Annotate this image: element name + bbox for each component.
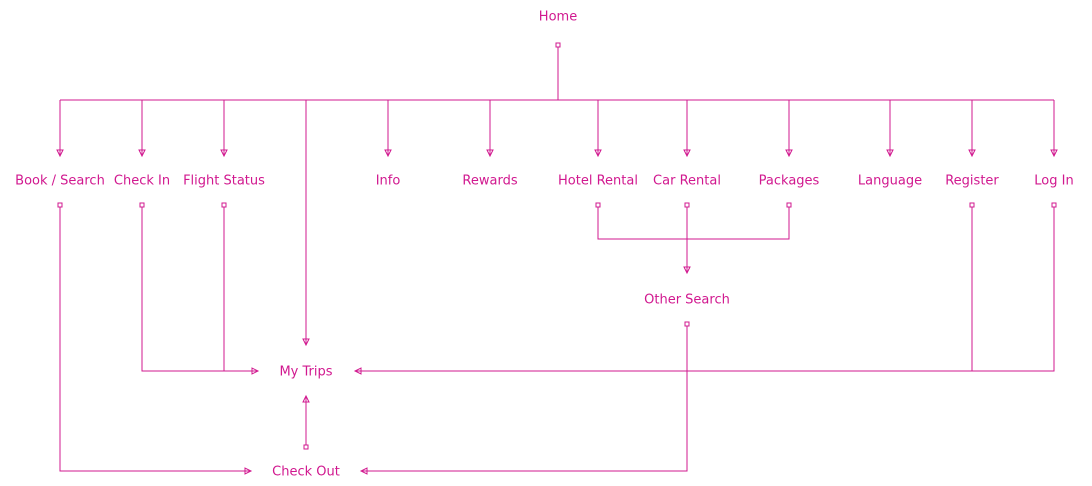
arrow-packages: [785, 149, 793, 158]
arrow-register: [968, 149, 976, 158]
link-check-in-my-trips: [141, 207, 258, 372]
port-home: [555, 42, 561, 48]
port-hotel-rental: [595, 202, 601, 208]
arrow-check-out-right: [359, 467, 368, 475]
arrow-hotel-rental: [594, 149, 602, 158]
port-flight-status: [221, 202, 227, 208]
port-check-in: [139, 202, 145, 208]
arrow-my-trips-from-check-out: [302, 394, 310, 403]
connector-lines: [59, 47, 1055, 472]
node-log-in: Log In: [1034, 174, 1073, 189]
node-check-out: Check Out: [272, 465, 340, 480]
node-check-in: Check In: [114, 174, 170, 189]
arrow-my-trips-left: [251, 367, 260, 375]
connector-arrowheads: [56, 149, 1058, 475]
arrow-my-trips-right: [353, 367, 362, 375]
port-car-rental: [684, 202, 690, 208]
arrow-book-search: [56, 149, 64, 158]
arrow-language: [886, 149, 894, 158]
node-book-search: Book / Search: [15, 174, 105, 189]
arrow-car-rental: [683, 149, 691, 158]
link-book-search-check-out: [59, 207, 251, 472]
node-packages: Packages: [759, 174, 820, 189]
link-log-in-my-trips: [355, 207, 1055, 372]
port-packages: [786, 202, 792, 208]
node-other-search: Other Search: [644, 293, 730, 308]
arrow-flight-status: [220, 149, 228, 158]
node-car-rental: Car Rental: [653, 174, 721, 189]
node-home: Home: [539, 10, 577, 25]
arrow-check-in: [138, 149, 146, 158]
arrow-info: [384, 149, 392, 158]
port-log-in: [1051, 202, 1057, 208]
link-hotel-rental-other-search: [597, 207, 790, 240]
port-check-out: [303, 444, 309, 450]
node-register: Register: [945, 174, 999, 189]
node-flight-status: Flight Status: [183, 174, 265, 189]
link-other-search-check-out: [361, 326, 688, 472]
arrow-other-search: [683, 266, 691, 275]
arrow-check-out-left: [244, 467, 253, 475]
arrow-my-trips-from-home: [302, 338, 310, 347]
port-book-search: [57, 202, 63, 208]
arrow-log-in: [1050, 149, 1058, 158]
node-hotel-rental: Hotel Rental: [558, 174, 638, 189]
node-info: Info: [376, 174, 401, 189]
node-language: Language: [858, 174, 922, 189]
connector-ports: [57, 42, 1057, 450]
node-labels: Home Book / Search Check In Flight Statu…: [15, 10, 1074, 480]
node-rewards: Rewards: [462, 174, 517, 189]
port-register: [969, 202, 975, 208]
port-other-search: [684, 321, 690, 327]
node-my-trips: My Trips: [279, 365, 332, 380]
arrow-rewards: [486, 149, 494, 158]
